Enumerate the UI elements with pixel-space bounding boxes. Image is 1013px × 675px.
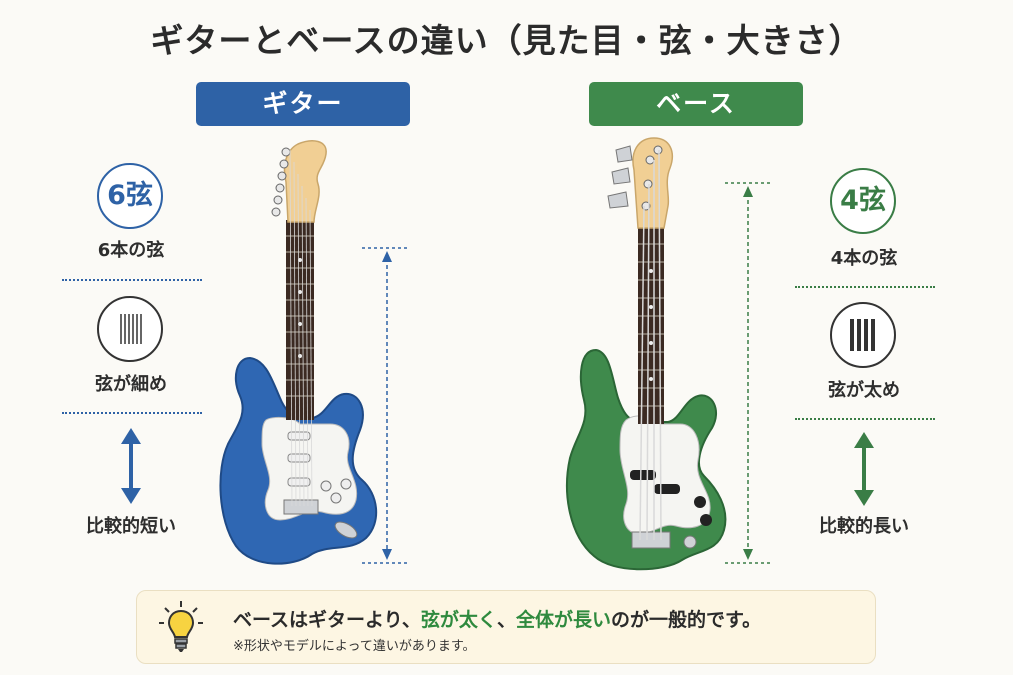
- bass-divider-1: [795, 286, 935, 288]
- bass-heading: ベース: [589, 82, 803, 126]
- bass-guitar-icon: [566, 137, 727, 571]
- lightbulb-icon: [157, 599, 205, 659]
- guitar-length-label: 比較的短い: [86, 516, 176, 537]
- guitar-divider-2: [62, 412, 202, 414]
- bass-length-measure: [725, 182, 773, 564]
- note-part3: のが一般的です。: [610, 609, 762, 631]
- note-part1: ベースはギターより、: [233, 609, 421, 631]
- guitar-length-measure: [362, 247, 408, 564]
- guitar-divider-1: [62, 279, 202, 281]
- thick-strings-icon: [830, 302, 896, 368]
- note-main-text: ベースはギターより、弦が太く、全体が長いのが一般的です。: [233, 605, 761, 632]
- bass-divider-2: [795, 418, 935, 420]
- short-length-arrow-icon: [121, 428, 141, 504]
- long-length-arrow-icon: [854, 432, 874, 506]
- page-title: ギターとベースの違い（見た目・弦・大きさ）: [150, 21, 863, 60]
- guitar-strings-label: 6本の弦: [97, 240, 165, 261]
- thin-strings-icon: [97, 296, 163, 362]
- summary-note: ベースはギターより、弦が太く、全体が長いのが一般的です。 ※形状やモデルによって…: [136, 590, 876, 664]
- note-highlight-thick: 弦が太く: [420, 609, 497, 631]
- guitar-strings-badge: 6弦: [97, 163, 163, 229]
- note-highlight-long: 全体が長い: [515, 609, 611, 631]
- guitar-heading: ギター: [196, 82, 410, 126]
- guitar-thickness-label: 弦が細め: [95, 374, 167, 395]
- bass-length-label: 比較的長い: [819, 516, 909, 537]
- electric-guitar-icon: [219, 140, 378, 565]
- instrument-illustrations: [121, 137, 874, 571]
- bass-strings-badge: 4弦: [830, 168, 896, 234]
- bass-thickness-label: 弦が太め: [828, 380, 900, 401]
- bass-strings-label: 4本の弦: [830, 248, 898, 269]
- note-part2: 、: [496, 609, 516, 631]
- note-sub-text: ※形状やモデルによって違いがあります。: [233, 639, 476, 654]
